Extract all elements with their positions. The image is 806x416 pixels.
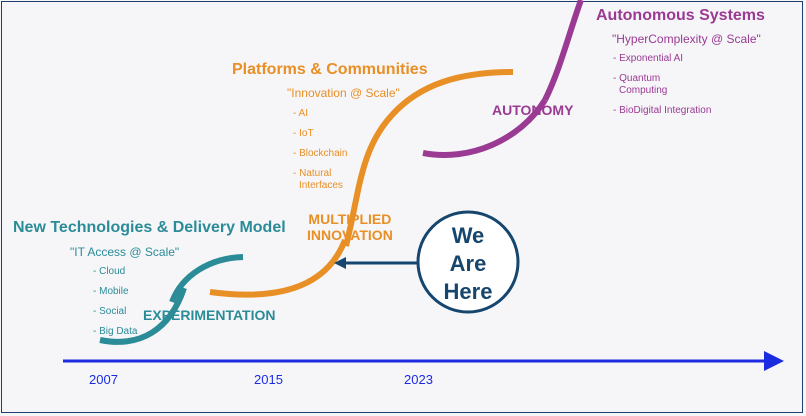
we-are-here-line: We	[451, 223, 485, 248]
experimentation-label: EXPERIMENTATION	[143, 307, 276, 323]
platforms-item: Interfaces	[299, 180, 343, 191]
new-tech-list: - Cloud - Mobile - Social - Big Data	[93, 266, 137, 346]
autonomy-curve-lower	[422, 98, 548, 158]
year-label-2023: 2023	[404, 372, 433, 387]
platforms-title: Platforms & Communities	[232, 61, 428, 78]
platforms-item: - AI	[293, 108, 309, 119]
year-label-2007: 2007	[89, 372, 118, 387]
pointer-arrow-head	[334, 257, 346, 269]
autonomous-item: - BioDigital Integration	[613, 105, 712, 116]
new-tech-title: New Technologies & Delivery Model	[13, 219, 286, 236]
autonomous-list: - Exponential AI - Quantum Computing - B…	[613, 53, 711, 125]
multiplied-line: MULTIPLIED	[308, 211, 392, 227]
year-label-2015: 2015	[254, 372, 283, 387]
experimentation-curve-lower	[99, 287, 187, 345]
autonomous-item: - Exponential AI	[613, 53, 684, 64]
autonomous-tagline: "HyperComplexity @ Scale"	[612, 32, 761, 46]
new-tech-item: - Social	[93, 306, 127, 317]
we-are-here-line: Here	[443, 279, 493, 304]
autonomous-item: - Quantum	[613, 73, 661, 84]
platforms-item: - Blockchain	[293, 148, 348, 159]
new-tech-item: - Big Data	[93, 326, 138, 337]
autonomy-label: AUTONOMY	[492, 102, 574, 118]
autonomous-title: Autonomous Systems	[596, 7, 765, 24]
multiplied-innovation-label: MULTIPLIED INNOVATION	[307, 211, 393, 243]
new-tech-item: - Mobile	[93, 286, 129, 297]
new-tech-tagline: "IT Access @ Scale"	[70, 245, 180, 259]
autonomy-curve-upper	[542, 0, 584, 102]
innovation-line: INNOVATION	[307, 227, 393, 243]
innovation-curve-upper	[343, 69, 514, 247]
platforms-tagline: "Innovation @ Scale"	[287, 86, 400, 100]
we-are-here-line: Are	[449, 251, 487, 276]
platforms-item: - Natural	[293, 168, 332, 179]
platforms-item: - IoT	[293, 128, 314, 139]
we-are-here-label: We Are Here	[418, 222, 518, 306]
platforms-list: - AI - IoT - Blockchain - Natural Interf…	[293, 108, 347, 200]
experimentation-curve-upper	[169, 254, 244, 304]
innovation-curve-lower	[209, 238, 348, 298]
timeline-arrow-head	[764, 351, 784, 371]
new-tech-item: - Cloud	[93, 266, 126, 277]
autonomous-item: Computing	[619, 85, 668, 96]
